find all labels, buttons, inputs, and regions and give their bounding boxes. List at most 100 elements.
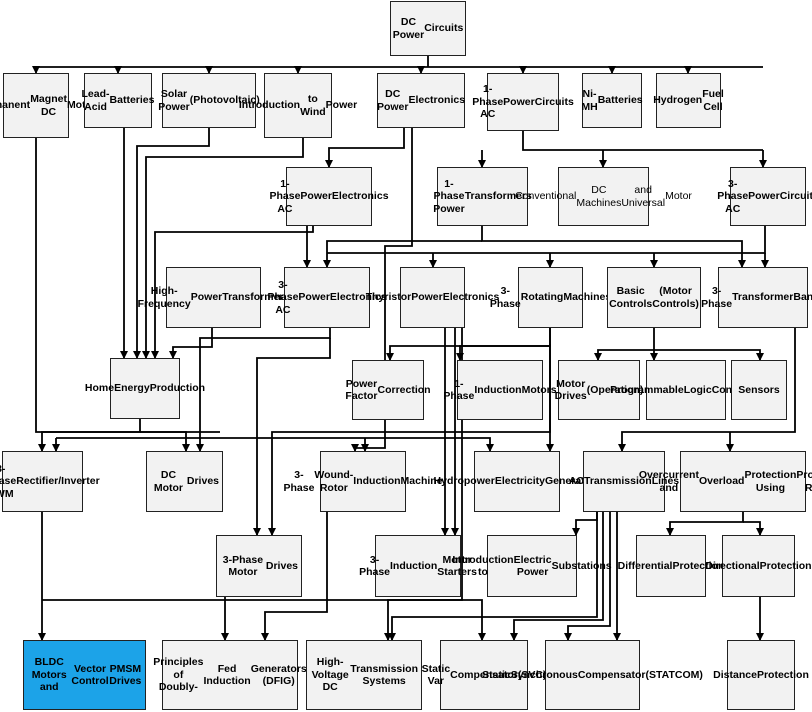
node-label-line: (STATCOM): [645, 668, 703, 681]
connector: [564, 512, 611, 641]
node-label-line: Solar Power: [158, 88, 190, 113]
node-label-line: PMSM Drives: [109, 662, 142, 688]
node-label-line: Circuits: [534, 95, 574, 108]
node-label-line: Basic Controls: [609, 285, 653, 310]
node-label-line: Circuits: [779, 190, 812, 203]
node-label-line: High-Frequency: [137, 285, 191, 310]
node-label-line: Rotating: [520, 291, 564, 304]
node-label-line: (Motor Controls): [652, 285, 699, 310]
node-label-line: Home: [84, 382, 115, 395]
node-solar-power[interactable]: Solar Power(Photovoltaic): [158, 73, 260, 128]
node-label-line: Power: [503, 95, 535, 108]
node-label-line: Power: [300, 190, 332, 203]
node-label-line: Sensors: [738, 383, 780, 396]
node-basic-controls[interactable]: Basic Controls(Motor Controls): [607, 267, 701, 328]
node-label-line: Overload: [698, 475, 745, 488]
node-label-line: 3-Phase AC: [717, 177, 749, 215]
connector: [140, 431, 190, 452]
node-label-line: Protection: [759, 559, 812, 572]
connector: [510, 512, 604, 641]
node-label-line: DC Power: [392, 16, 425, 41]
connector: [196, 328, 331, 452]
node-label-line: Machine: [400, 475, 443, 488]
node-label-line: Logic: [683, 383, 712, 396]
node-label-line: Electronics: [329, 291, 387, 304]
connector: [325, 128, 405, 168]
node-three-phase-pwm-rectifier[interactable]: 3-Phase PWMRectifier/Inverter: [0, 451, 100, 512]
node-label-line: Induction: [390, 559, 438, 572]
node-label-line: Electricity: [494, 475, 546, 488]
connector: [351, 128, 413, 452]
node-three-phase-transformer-banks[interactable]: 3-PhaseTransformerBanks: [701, 267, 812, 328]
node-label-line: Compensator: [577, 668, 646, 681]
node-label-line: Differential: [617, 559, 673, 572]
node-label-line: Transformer: [732, 291, 794, 304]
node-label-line: Conventional: [515, 190, 577, 203]
node-label-line: 3-Phase: [489, 285, 521, 310]
node-label-line: Electronics: [408, 94, 466, 107]
node-label-line: 3-Phase Motor: [222, 553, 264, 579]
node-label-line: Rectifier/: [16, 475, 62, 488]
node-motor-drives-operation[interactable]: Motor Drives(Operation): [555, 360, 643, 420]
node-label-line: Transmission Systems: [350, 662, 418, 688]
node-label-line: Banks: [793, 291, 812, 304]
node-label-line: Circuits: [424, 22, 464, 35]
node-label-line: Electric Power: [513, 553, 552, 579]
node-label-line: Principles of Doubly-: [153, 656, 204, 694]
node-label-line: 1-Phase Power: [433, 177, 465, 215]
node-label-line: Electronics: [442, 291, 500, 304]
node-plc[interactable]: ProgrammableLogicController: [610, 360, 762, 420]
node-label-line: Power: [190, 291, 223, 304]
node-label-line: Transformers: [222, 291, 290, 304]
connector: [572, 512, 598, 536]
node-label-line: Substations: [551, 559, 612, 572]
node-label-line: 3-Phase PWM: [0, 462, 17, 500]
node-sensors[interactable]: Sensors: [731, 360, 787, 420]
node-label-line: (SVC): [517, 668, 547, 681]
node-label-line: Drives: [186, 475, 219, 488]
node-label-line: Hydrogen: [653, 94, 703, 107]
node-label-line: Fed Induction: [203, 662, 251, 688]
node-label-line: 1-Phase AC: [472, 83, 504, 121]
connector: [56, 437, 494, 452]
node-label-line: Hydropower: [433, 475, 495, 488]
node-label-line: Overcurrent and: [638, 469, 699, 494]
node-label-line: DC Motor: [153, 469, 184, 494]
node-label-line: Synchronous: [510, 668, 578, 681]
